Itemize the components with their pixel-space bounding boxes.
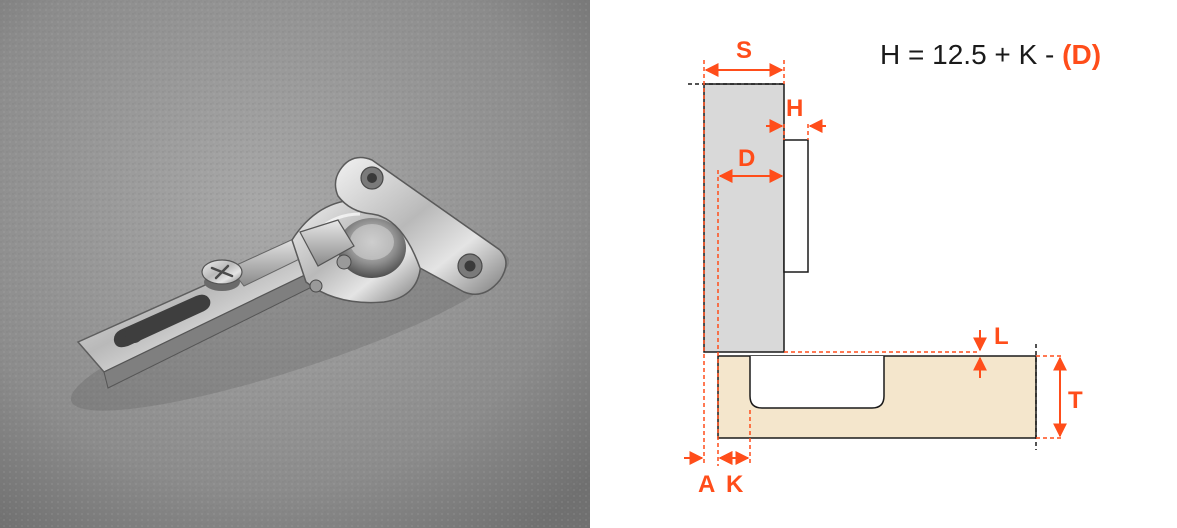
label-h: H [786, 95, 803, 122]
mounting-recess [749, 356, 885, 409]
hinge-photo [0, 0, 590, 528]
label-a: A [698, 471, 715, 498]
hinge-link [299, 219, 355, 293]
formula-d-highlight: (D) [1062, 39, 1101, 70]
label-l: L [994, 323, 1009, 350]
label-t: T [1068, 387, 1083, 414]
hinge-wing-plate [334, 156, 507, 295]
hinge-cup [291, 198, 422, 304]
label-k: K [726, 471, 744, 498]
screw-icon [201, 259, 243, 291]
door-panel [703, 83, 785, 353]
dimension-diagram: H = 12.5 + K - (D) S H D L T A K [684, 37, 1101, 498]
label-d: D [738, 145, 755, 172]
hinge-arm-outline [783, 139, 809, 273]
label-s: S [736, 37, 752, 64]
formula: H = 12.5 + K - (D) [880, 39, 1101, 70]
hinge-arm [76, 235, 335, 389]
